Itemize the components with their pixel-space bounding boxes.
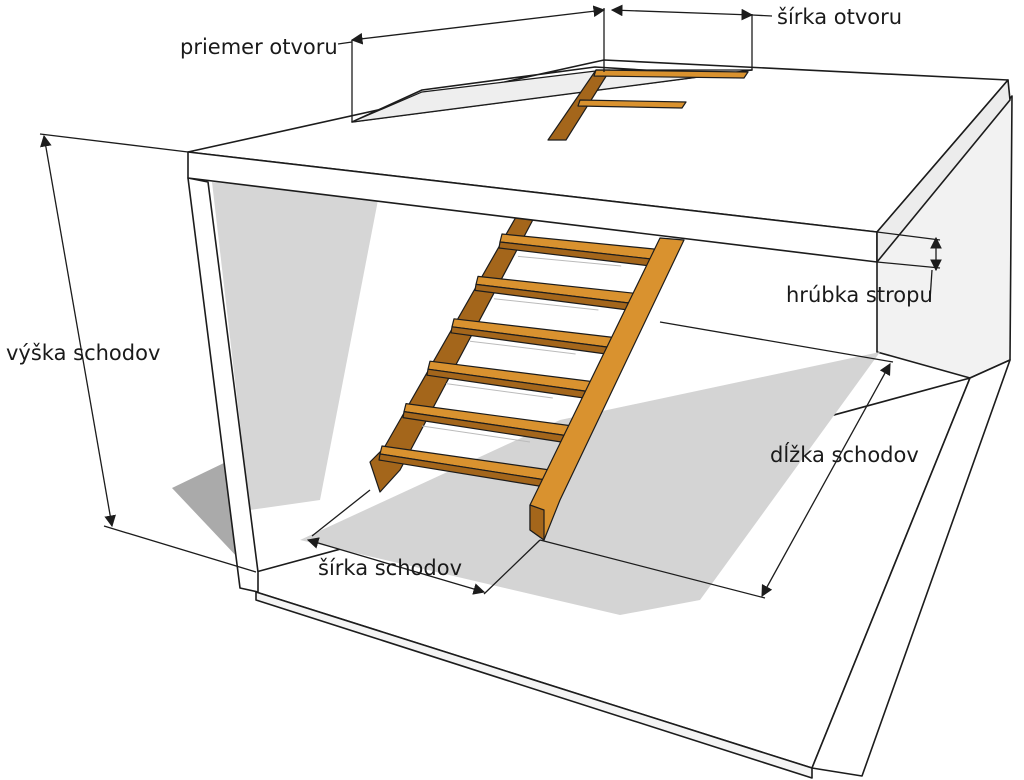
label-stair-height: výška schodov [6, 341, 160, 365]
dimension-lines [39, 4, 942, 599]
stair-upper-tread [577, 99, 687, 109]
stair-riser-line [517, 255, 622, 267]
stair-riser-line [445, 383, 553, 399]
stair-lower [369, 209, 685, 541]
stair-upper [547, 69, 749, 141]
label-opening-diameter: priemer otvoru [180, 35, 338, 59]
label-stair-length: dĺžka schodov [770, 442, 919, 467]
label-ceiling-thickness: hrúbka stropu [786, 283, 933, 307]
ceiling-slab [187, 59, 1011, 263]
label-opening-width: šírka otvoru [777, 5, 902, 29]
label-stair-width: šírka schodov [318, 556, 462, 580]
stair-stringer-right-end [529, 504, 545, 541]
stair-riser-line [469, 340, 576, 355]
stair-upper-tread [593, 69, 749, 79]
left-wall [187, 177, 259, 593]
stair-riser-line [493, 298, 599, 311]
stair-riser-line [421, 425, 531, 443]
